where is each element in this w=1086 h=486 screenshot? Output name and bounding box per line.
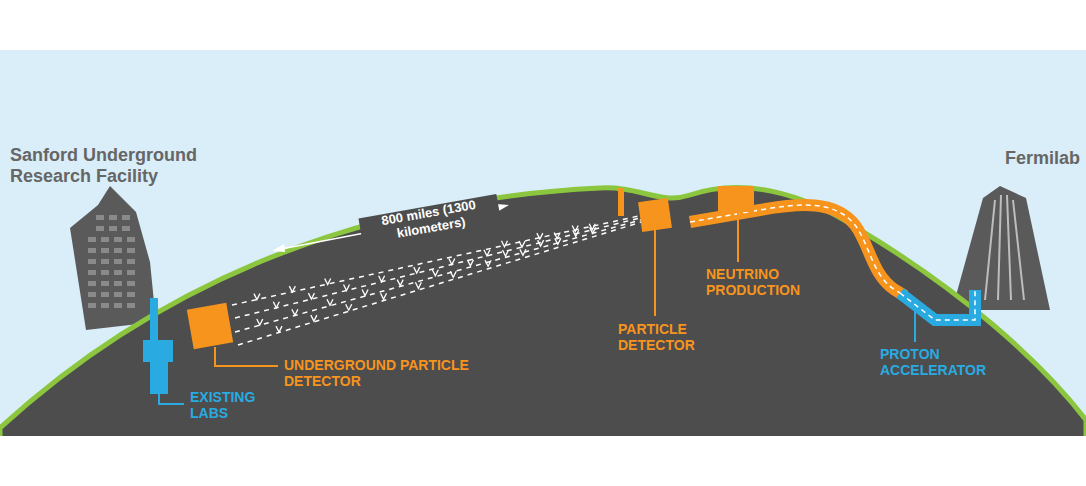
label: PROTON ACCELERATOR <box>880 346 1000 378</box>
window <box>88 292 96 297</box>
neutrino-mark <box>484 250 490 256</box>
neutrino-mark <box>537 233 543 239</box>
neutrino-mark <box>346 304 352 310</box>
window <box>88 248 96 253</box>
underground-detector <box>187 303 233 349</box>
neutrino-mark <box>362 289 368 295</box>
window <box>96 215 104 220</box>
window <box>101 270 109 275</box>
proton-accelerator <box>900 290 975 320</box>
neutrino-mark <box>414 267 420 273</box>
neutrino-mark <box>538 240 544 246</box>
neutrino-mark <box>276 326 282 332</box>
window <box>114 248 122 253</box>
neutrino-mark <box>467 260 473 266</box>
building-windows <box>88 215 135 308</box>
earth <box>0 188 1086 440</box>
window <box>109 215 117 220</box>
window <box>114 237 122 242</box>
neutrino-mark <box>432 270 438 276</box>
neutrino-mark <box>555 238 561 244</box>
window <box>114 281 122 286</box>
neutrino-mark <box>344 284 350 290</box>
neutrino-mark <box>450 271 456 277</box>
leader-line <box>159 394 184 404</box>
neutrino-mark <box>501 241 507 247</box>
window <box>127 259 135 264</box>
near-detector <box>638 198 672 232</box>
window <box>114 259 122 264</box>
neutrino-mark <box>485 260 491 266</box>
window <box>88 237 96 242</box>
window <box>109 226 117 231</box>
label: PARTICLE DETECTOR <box>618 321 728 353</box>
window <box>114 270 122 275</box>
window <box>122 226 130 231</box>
fermilab-building <box>952 186 1050 310</box>
window <box>127 270 135 275</box>
leader-line <box>654 230 656 316</box>
neutrino-mark <box>327 299 333 305</box>
window <box>127 303 135 308</box>
neutrino-mark <box>554 232 560 238</box>
leader-line <box>914 310 916 342</box>
window <box>101 281 109 286</box>
window <box>96 226 104 231</box>
neutrino-mark <box>254 294 260 300</box>
target-hall <box>718 186 754 212</box>
window <box>127 237 135 242</box>
window <box>88 270 96 275</box>
label: UNDERGROUND PARTICLE DETECTOR <box>284 357 484 389</box>
detector-shaft <box>618 188 624 216</box>
window <box>101 303 109 308</box>
neutrino-mark <box>379 276 385 282</box>
window <box>101 248 109 253</box>
ground-base <box>0 436 1086 486</box>
window <box>88 303 96 308</box>
neutrino-mark <box>292 309 298 315</box>
window <box>127 292 135 297</box>
fermilab-stripes <box>985 195 1024 300</box>
existing-labs <box>143 298 173 394</box>
accelerator-dash <box>900 290 975 320</box>
neutrino-mark <box>449 258 455 264</box>
label: Sanford Underground Research Facility <box>10 145 225 186</box>
window <box>114 303 122 308</box>
label: EXISTING LABS <box>190 389 280 421</box>
window <box>114 292 122 297</box>
neutrino-mark <box>397 280 403 286</box>
window <box>88 281 96 286</box>
label: NEUTRINO PRODUCTION <box>706 266 821 298</box>
window <box>101 237 109 242</box>
neutrino-mark <box>415 282 421 288</box>
window <box>122 215 130 220</box>
neutrino-mark <box>520 249 526 255</box>
window <box>101 292 109 297</box>
neutrino-mark <box>273 302 279 308</box>
neutrino-mark <box>381 293 387 299</box>
window <box>88 259 96 264</box>
leader-line <box>215 347 278 366</box>
neutrino-mark <box>311 315 317 321</box>
neutrino-mark <box>519 241 525 247</box>
window <box>127 248 135 253</box>
neutrino-mark <box>289 286 295 292</box>
leader-line <box>737 212 739 262</box>
neutrino-mark <box>590 227 596 233</box>
sanford-building <box>70 186 156 330</box>
neutrino-mark <box>503 250 509 256</box>
neutrino-marks <box>254 224 596 332</box>
neutrino-mark <box>308 293 314 299</box>
neutrino-mark <box>257 319 263 325</box>
window <box>127 281 135 286</box>
neutrino-mark <box>325 279 331 285</box>
label: Fermilab <box>1005 148 1083 169</box>
window <box>101 259 109 264</box>
sky <box>0 50 1086 440</box>
neutrino-mark <box>573 230 579 236</box>
